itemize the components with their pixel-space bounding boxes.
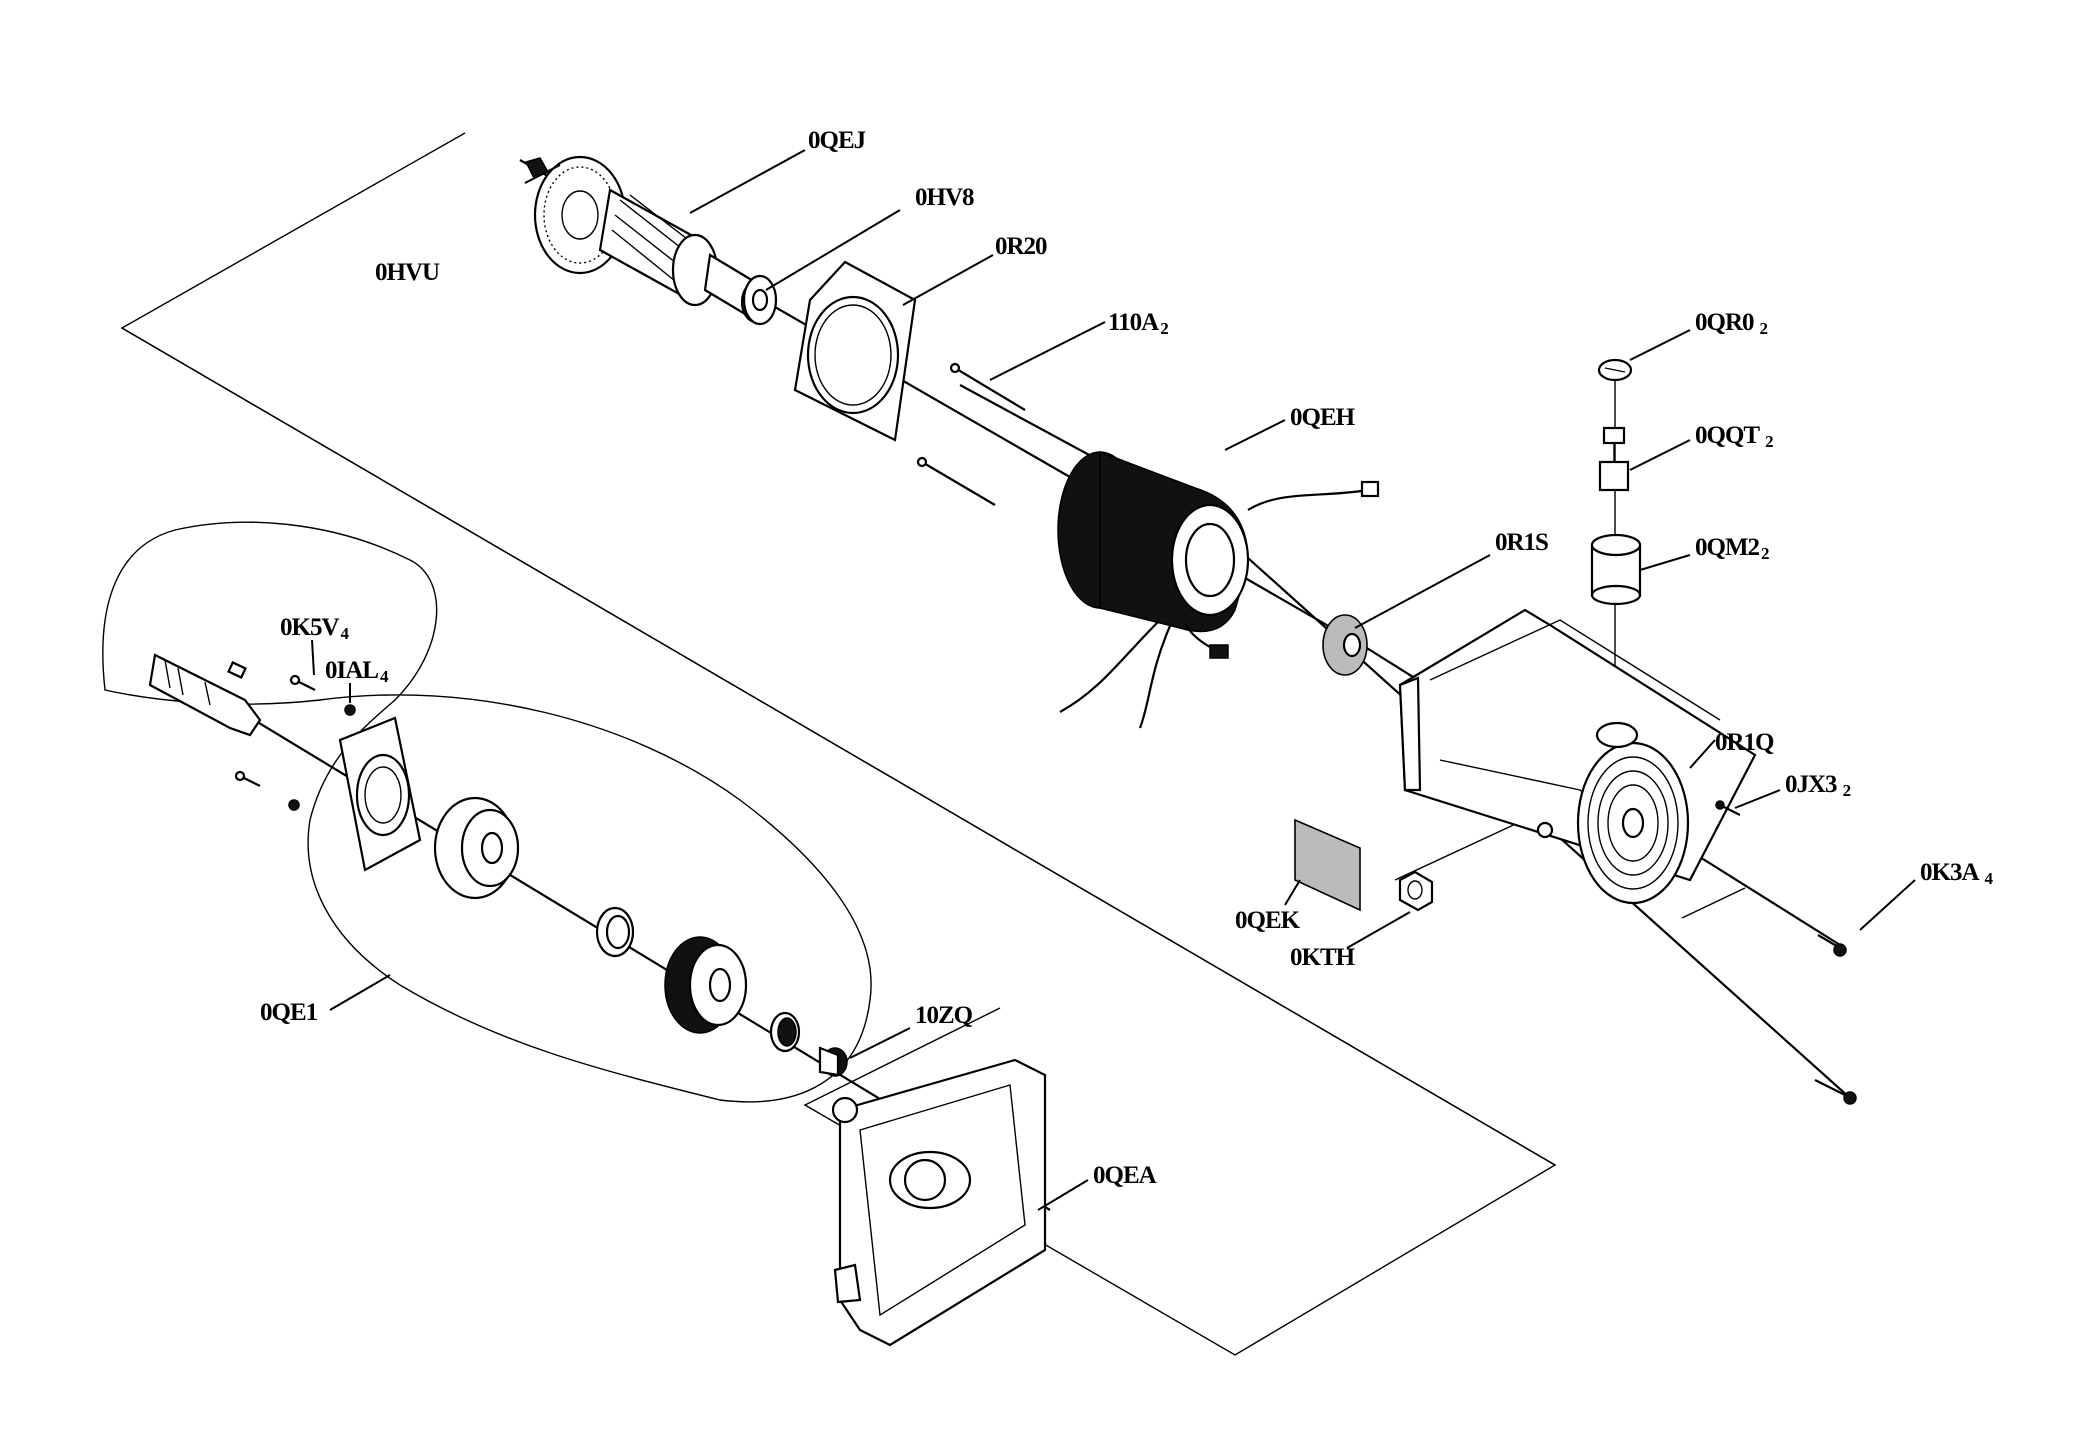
- bearing-0HV8: [742, 274, 778, 326]
- gear: [664, 936, 748, 1034]
- long-screw: [1814, 1079, 1857, 1105]
- label-0R20: 0R20: [995, 233, 1047, 260]
- nut-0KTH: [1398, 870, 1434, 912]
- through-bolts-110A: [916, 362, 1026, 506]
- brush-holder-0QM2: [1590, 533, 1642, 606]
- gear-subassembly-outline: [102, 521, 872, 1103]
- brush-plate-0R20: [793, 260, 917, 442]
- label-0HV8: 0HV8: [915, 184, 974, 211]
- washer-0R1S: [1322, 614, 1368, 676]
- leader-lines: [311, 149, 1916, 1211]
- motor-housing-0R1Q: [1398, 608, 1757, 905]
- nameplate-0QEK: [1294, 818, 1361, 912]
- label-0R1S: 0R1S: [1495, 529, 1548, 556]
- washer-0IAL: [344, 704, 356, 716]
- kit-boundary-diagonal: [121, 327, 1556, 1166]
- label-0QE1: 0QE1: [260, 999, 318, 1026]
- ball-bearing: [433, 796, 520, 900]
- axis-gear-train: [154, 659, 891, 1106]
- carbon-brush-0QQT: [1598, 426, 1630, 492]
- label-0QEK: 0QEK: [1235, 907, 1301, 934]
- label-0QEA: 0QEA: [1093, 1162, 1157, 1189]
- label-10ZQ: 10ZQ: [915, 1002, 973, 1029]
- lower-screw: [234, 770, 300, 811]
- snap-ring: [769, 1011, 801, 1053]
- screw-0K3A: [1817, 934, 1847, 957]
- screw-0JX3: [1715, 800, 1741, 816]
- bearing-flange: [338, 716, 422, 872]
- retaining-ring: [595, 906, 635, 958]
- label-0KTH: 0KTH: [1290, 944, 1356, 971]
- gear-housing-0QEA: [831, 1058, 1047, 1347]
- axis-nut: [1394, 814, 1536, 881]
- label-0QEH: 0QEH: [1290, 404, 1356, 431]
- screw-0K5V: [289, 674, 316, 691]
- label-0HVU: 0HVU: [375, 259, 440, 286]
- bushing-10ZQ: [818, 1046, 848, 1077]
- label-0R1Q: 0R1Q: [1715, 729, 1774, 756]
- brush-cap-0QR0: [1597, 358, 1633, 382]
- armature: [524, 155, 772, 324]
- label-0QEJ: 0QEJ: [808, 127, 866, 154]
- kit-boundary-outline: [120, 132, 1557, 1356]
- output-shaft: [148, 653, 262, 737]
- stator-0QEH: [1057, 450, 1380, 729]
- axis-screw: [1681, 887, 1746, 919]
